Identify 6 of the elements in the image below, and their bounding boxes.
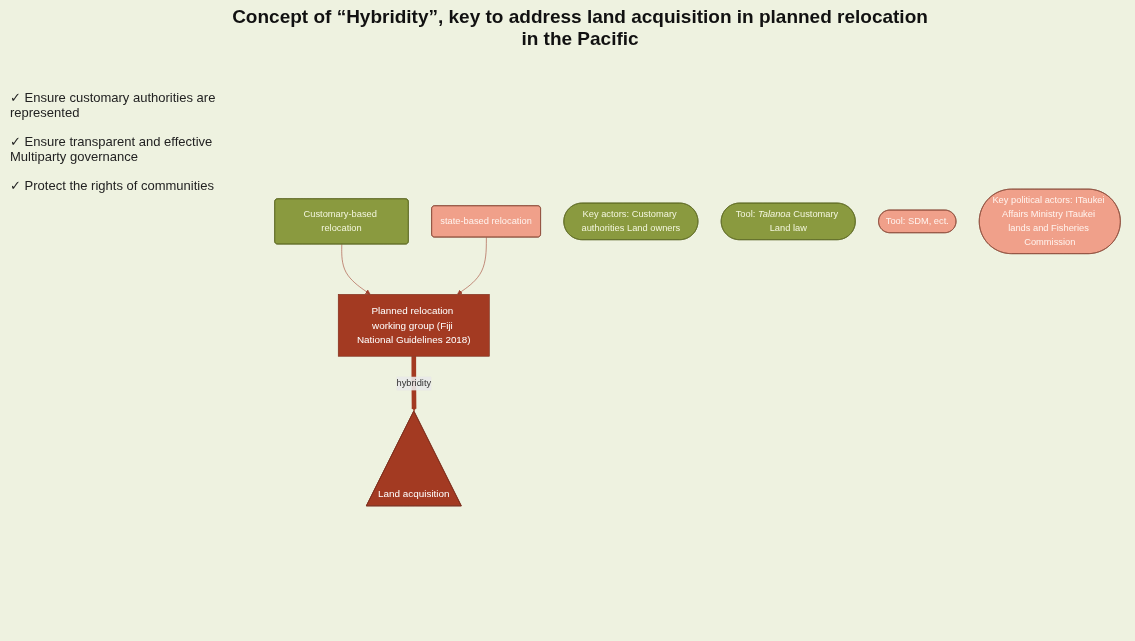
title: Concept of “Hybridity”, key to address land acquisition in planned relocation in the Pacific	[231, 6, 929, 50]
bullet-note: ✓ Ensure customary authorities are represented	[10, 90, 217, 120]
bullet-note: ✓ Ensure transparent and effective Multiparty governance	[10, 134, 214, 164]
edge-label: hybridity	[396, 378, 432, 389]
bullet-note: ✓ Protect the rights of communities	[10, 178, 215, 193]
node-box: Planned relocation working group (Fiji National Guidelines 2018)	[337, 294, 490, 357]
